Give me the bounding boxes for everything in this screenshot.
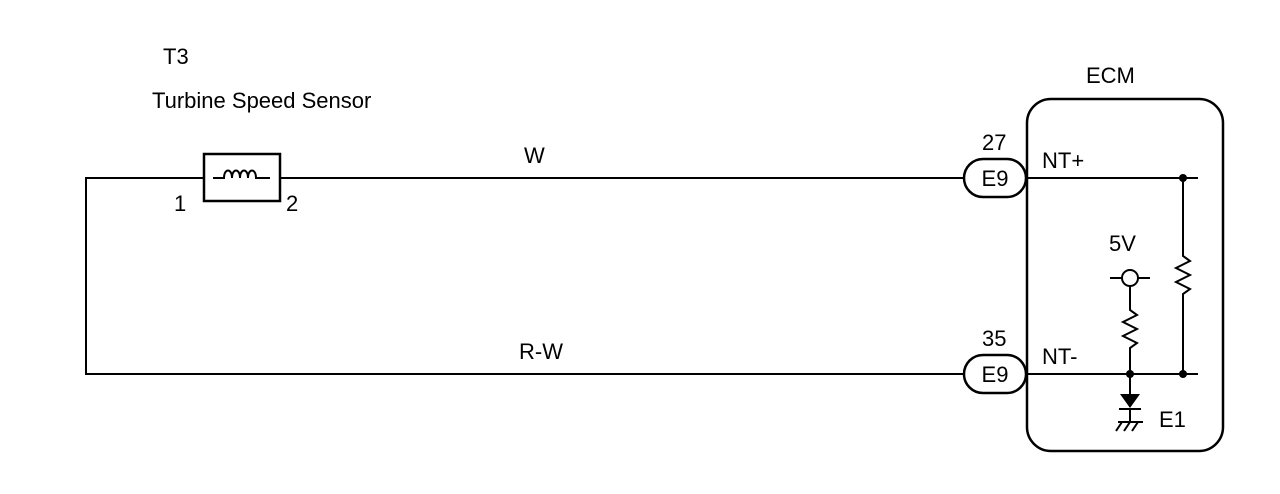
pin-35-number: 35 [982, 326, 1006, 351]
wire-color-r-w: R-W [519, 339, 563, 364]
supply-5v-terminal [1110, 269, 1150, 287]
connector-e9-top: E9 [962, 157, 1028, 199]
pull-up-resistor [1120, 286, 1140, 378]
connector-e9-bottom-label: E9 [982, 362, 1009, 387]
sensor-code: T3 [163, 44, 189, 69]
ground-icon [1115, 421, 1143, 432]
ecm-input-resistor [1173, 174, 1193, 378]
signal-nt-minus: NT- [1042, 344, 1077, 369]
sensor-pin-1: 1 [174, 191, 186, 216]
sensor-coil-symbol [202, 152, 282, 203]
sensor-pin-2: 2 [286, 191, 298, 216]
supply-5v-label: 5V [1109, 231, 1136, 256]
signal-nt-plus: NT+ [1042, 148, 1084, 173]
pin-27-number: 27 [982, 130, 1006, 155]
wire-color-w: W [524, 143, 545, 168]
ecm-box [1025, 97, 1225, 453]
ground-e1-label: E1 [1159, 407, 1186, 432]
connector-e9-bottom: E9 [962, 353, 1028, 395]
connector-e9-top-label: E9 [982, 166, 1009, 191]
ecm-title: ECM [1086, 63, 1135, 88]
ground-diode [1119, 374, 1141, 422]
wire-left-loop [85, 177, 964, 375]
sensor-name: Turbine Speed Sensor [152, 88, 371, 113]
